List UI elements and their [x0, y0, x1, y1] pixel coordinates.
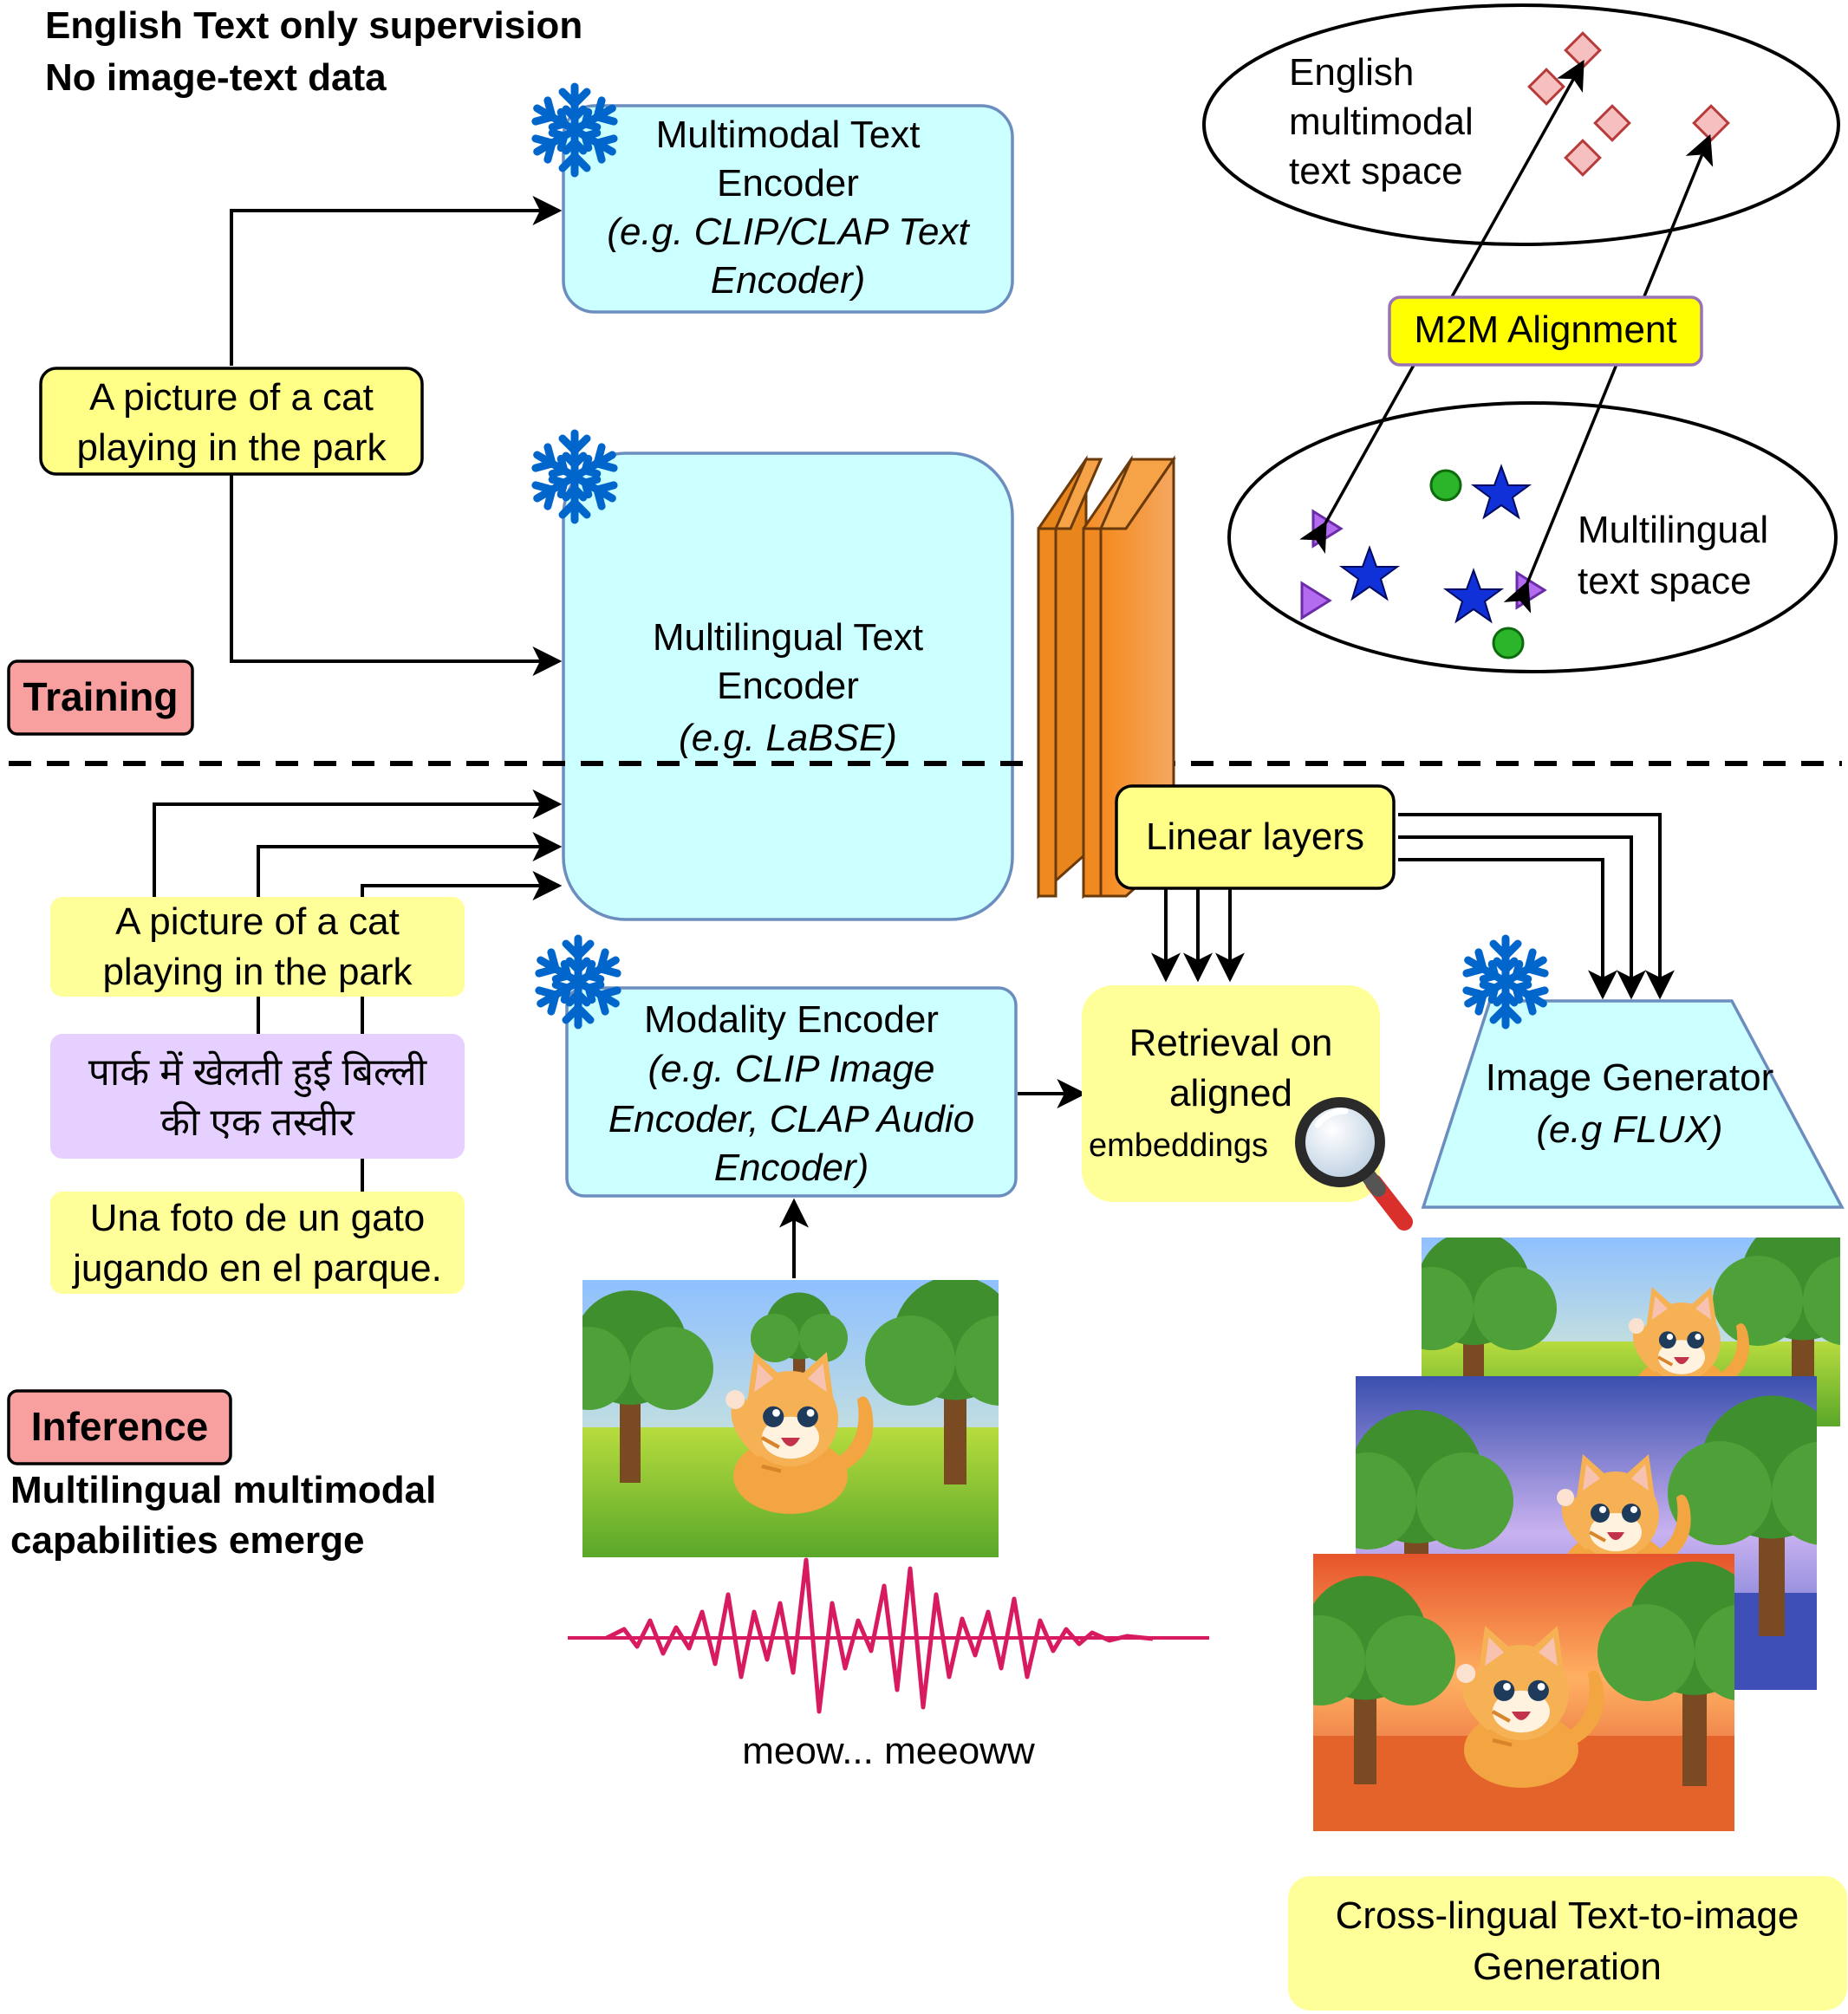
english-space-line-3: text space [1289, 150, 1463, 192]
modality-encoder-line-3: Encoder, CLAP Audio [608, 1098, 974, 1140]
english-input-line-1: A picture of a cat [115, 900, 400, 943]
training-caption-box [39, 367, 424, 476]
spanish-input-line-2: jugando en el parque. [71, 1247, 442, 1290]
hindi-input-box [50, 1034, 465, 1159]
output-caption-line-1: Cross-lingual Text-to-image [1336, 1894, 1799, 1937]
magnifier-icon [1295, 1097, 1413, 1231]
english-space-line-2: multimodal [1289, 101, 1474, 143]
multimodal-text-encoder-box [562, 104, 1014, 314]
multimodal-encoder-line-1: Multimodal Text [656, 114, 921, 156]
image-generator-line-1: Image Generator [1486, 1056, 1774, 1099]
generated-image-red [1313, 1554, 1734, 1831]
linear-to-generator-wire-1 [1398, 813, 1675, 1000]
multilingual-text-encoder-box [562, 452, 1014, 921]
multilingual-encoder-line-2: Encoder [717, 665, 859, 707]
hindi-input-line-2: की एक तस्वीर [160, 1101, 355, 1144]
spanish-input-wire [361, 871, 563, 900]
training-caption-line-2: playing in the park [76, 426, 387, 469]
m2m-alignment-badge [1388, 296, 1703, 367]
modality-encoder-line-4: Encoder) [714, 1147, 869, 1189]
modality-encoder-line-1: Modality Encoder [644, 998, 939, 1041]
retrieval-line-2: aligned [1169, 1072, 1292, 1114]
m2m-alignment-label: M2M Alignment [1414, 309, 1676, 351]
retrieval-line-3: embeddings [1089, 1127, 1268, 1164]
training-badge-label: Training [23, 674, 179, 719]
input-cat-image [582, 1280, 999, 1557]
audio-caption: meow... meeoww [742, 1730, 1035, 1772]
linear-layers-label: Linear layers [1146, 815, 1364, 858]
image-generator-line-2: (e.g FLUX) [1536, 1108, 1722, 1151]
training-badge [7, 659, 194, 736]
inference-badge [7, 1389, 232, 1465]
header-line-1: English Text only supervision [45, 4, 582, 47]
inference-footer-line-2: capabilities emerge [10, 1519, 364, 1562]
modality-encoder-line-2: (e.g. CLIP Image [648, 1048, 935, 1090]
header-line-2: No image-text data [45, 56, 387, 99]
spanish-input-line-1: Una foto de un gato [90, 1197, 426, 1239]
english-input-line-2: playing in the park [102, 951, 413, 993]
english-input-box [50, 897, 465, 997]
hindi-input-wire [257, 832, 563, 897]
multilingual-encoder-line-1: Multilingual Text [653, 616, 923, 659]
snowflake-icon [1462, 939, 1550, 1025]
multilingual-encoder-line-3: (e.g. LaBSE) [679, 717, 897, 759]
multimodal-encoder-line-2: Encoder [717, 162, 859, 205]
spanish-input-box [50, 1192, 465, 1294]
multimodal-encoder-line-3: (e.g. CLIP/CLAP Text [607, 211, 970, 253]
audio-waveform [568, 1557, 1209, 1714]
english-space-line-1: English [1289, 51, 1414, 94]
modality-encoder-box [565, 986, 1018, 1198]
linear-layers-box [1115, 784, 1396, 890]
multilingual-space-line-1: Multilingual [1578, 509, 1768, 551]
snowflake-icon [535, 939, 622, 1025]
multilingual-space-line-2: text space [1578, 560, 1752, 602]
output-caption-line-2: Generation [1473, 1946, 1662, 1988]
inference-footer-line-1: Multilingual multimodal [10, 1469, 436, 1511]
retrieval-line-1: Retrieval on [1129, 1022, 1333, 1064]
caption-to-multilingual-arrow [230, 475, 563, 676]
image-generator-box [1421, 999, 1845, 1209]
linear-to-generator-wire-3 [1398, 858, 1617, 1000]
training-caption-line-1: A picture of a cat [89, 376, 374, 419]
hindi-input-line-1: पार्क में खेलती हुई बिल्ली [88, 1050, 428, 1097]
output-caption-box [1288, 1876, 1847, 2011]
multimodal-encoder-line-4: Encoder) [711, 259, 866, 302]
english-input-wire [153, 789, 563, 897]
inference-badge-label: Inference [31, 1404, 209, 1449]
caption-to-multimodal-arrow [230, 196, 563, 366]
linear-to-generator-wire-2 [1398, 835, 1646, 1000]
